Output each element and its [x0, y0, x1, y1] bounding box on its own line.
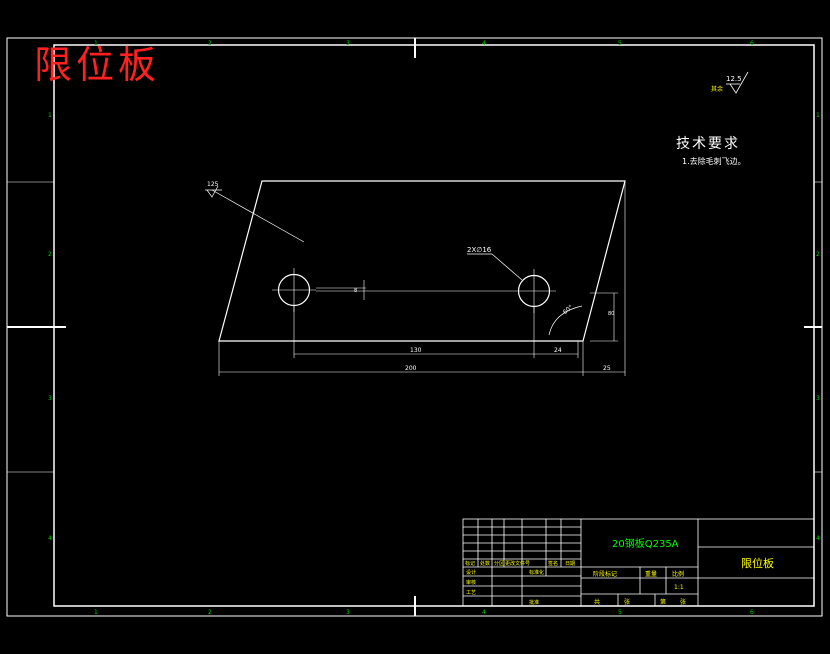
tech-requirements-title: 技术要求 — [676, 136, 740, 152]
border-number-bottom-5: 5 — [618, 609, 622, 616]
angle-arc — [548, 305, 583, 336]
border-number-right-1: 1 — [816, 112, 820, 119]
border-number-top-2: 2 — [208, 40, 212, 47]
border-number-bottom-1: 1 — [94, 609, 98, 616]
angle-value: 60° — [562, 304, 575, 316]
holes — [277, 273, 551, 308]
center-lines — [272, 268, 556, 313]
border-number-bottom-4: 4 — [482, 609, 486, 616]
dim-small-value: 8 — [354, 288, 357, 294]
dim-200-25-lines — [218, 181, 626, 376]
dim-height-lines — [590, 292, 618, 342]
border-number-top-3: 3 — [346, 40, 350, 47]
tb-label-count: 处数 — [480, 560, 490, 567]
roughness-callout: 125 — [207, 181, 219, 188]
border-number-right-4: 4 — [816, 535, 820, 542]
hole-callout: 2X∅16 — [467, 246, 492, 254]
border-number-top-4: 4 — [482, 40, 486, 47]
dim-small-lines — [316, 280, 366, 300]
border-number-left-2: 2 — [48, 251, 52, 258]
dim-200-value: 200 — [405, 365, 417, 372]
border-number-top-6: 6 — [750, 40, 754, 47]
tb-check: 审核 — [466, 579, 476, 586]
roughness-note: 其余 — [711, 85, 723, 93]
tech-requirements-item: 1.去除毛刺飞边。 — [682, 157, 746, 166]
border-number-right-2: 2 — [816, 251, 820, 258]
border-number-left-4: 4 — [48, 535, 52, 542]
tb-sheet-total: 共 — [594, 598, 600, 606]
tb-process: 工艺 — [466, 590, 476, 596]
centering-marks — [7, 38, 822, 616]
dim-25-value: 25 — [603, 365, 611, 372]
tb-label-sign: 签名 — [548, 560, 558, 567]
tb-part-name: 限位板 — [741, 556, 774, 570]
hole-leader — [467, 253, 523, 281]
tb-material: 20钢板Q235A — [612, 537, 679, 550]
tb-scale-header: 比例 — [672, 570, 684, 578]
tb-design: 设计 — [466, 569, 476, 576]
part-outline — [218, 180, 626, 342]
tb-weight-header: 重量 — [645, 570, 657, 578]
border-number-left-3: 3 — [48, 395, 52, 402]
inner-frame — [53, 44, 815, 607]
roughness-value: 12.5 — [726, 75, 742, 83]
dim-130-24-lines — [293, 306, 579, 358]
drawing-title: 限位板 — [34, 43, 161, 87]
roughness-leader — [205, 185, 305, 243]
tb-label-change: 更改文件号 — [505, 560, 530, 567]
tb-sheet-unit1: 张 — [624, 598, 630, 606]
dim-130-value: 130 — [410, 347, 422, 354]
tb-scale-value: 1:1 — [674, 584, 684, 591]
outer-frame — [6, 37, 823, 617]
border-number-left-1: 1 — [48, 112, 52, 119]
tb-stage-header: 阶段标记 — [593, 570, 617, 578]
zone-dividers — [7, 181, 822, 473]
dim-24-value: 24 — [554, 347, 562, 354]
border-numbers: 1 2 3 4 5 6 1 2 3 4 5 6 1 2 3 4 1 2 3 4 — [48, 40, 820, 616]
tb-sheet-num: 第 — [660, 598, 666, 606]
title-block-lines — [462, 518, 815, 607]
tb-label-date: 日期 — [565, 561, 575, 567]
tb-label-mark: 标记 — [465, 560, 475, 567]
tb-approve: 批准 — [529, 599, 539, 606]
tb-label-zone: 分区 — [494, 560, 504, 567]
border-number-right-3: 3 — [816, 395, 820, 402]
tb-standard: 标准化 — [529, 569, 544, 576]
border-number-top-1: 1 — [94, 40, 98, 47]
border-number-bottom-3: 3 — [346, 609, 350, 616]
border-number-bottom-2: 2 — [208, 609, 212, 616]
border-number-bottom-6: 6 — [750, 609, 754, 616]
tb-sheet-unit2: 张 — [680, 598, 686, 606]
border-number-top-5: 5 — [618, 40, 622, 47]
roughness-symbol — [726, 71, 749, 94]
dim-height-value: 80 — [608, 311, 614, 317]
